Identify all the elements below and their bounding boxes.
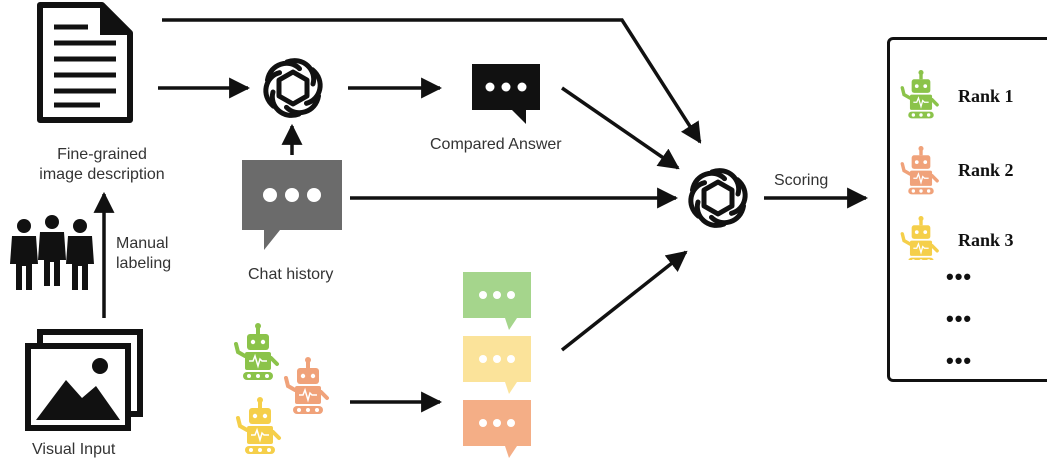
description-label: Fine-grained image description	[22, 145, 182, 185]
chat-bubble-icon	[463, 336, 531, 394]
ellipsis: •••	[946, 306, 973, 331]
manual-labeling-line2: labeling	[116, 255, 172, 272]
scoring-label: Scoring	[774, 172, 829, 189]
document-icon	[37, 2, 133, 123]
people-icon	[10, 215, 94, 290]
manual-labeling-line1: Manual	[116, 235, 169, 252]
arrow-doc-to-scorer	[162, 18, 702, 144]
rank-item: Rank 2	[958, 160, 1014, 180]
robot-icon	[234, 321, 279, 382]
chat-history-label: Chat history	[248, 266, 334, 283]
robot-icon	[900, 68, 939, 121]
visual-input-label: Visual Input	[32, 441, 116, 458]
chat-bubble-icon	[472, 64, 540, 124]
chat-bubble-icon	[463, 400, 531, 458]
arrow-responses-to-scorer	[560, 250, 688, 352]
rank-item: Rank 1	[958, 86, 1014, 106]
rank-item: Rank 3	[958, 230, 1014, 250]
robot-icon	[900, 144, 939, 197]
manual-labeling-label: Manual labeling	[116, 234, 171, 274]
image-icon	[25, 329, 143, 431]
robot-icon	[236, 395, 281, 456]
ellipsis: •••	[946, 264, 973, 289]
chat-bubble-icon	[242, 160, 342, 250]
compared-answer-label: Compared Answer	[430, 136, 562, 153]
rank-list	[887, 37, 1047, 382]
description-label-line1: Fine-grained	[57, 146, 147, 163]
arrows	[93, 18, 869, 413]
openai-logo-icon	[259, 56, 327, 119]
ellipsis: •••	[946, 348, 973, 373]
description-label-line2: image description	[39, 166, 165, 183]
chat-bubble-icon	[463, 272, 531, 330]
robot-icon	[284, 355, 329, 416]
arrow-answer-to-scorer	[561, 86, 680, 170]
rank-robots	[900, 68, 939, 260]
robot-icon	[900, 214, 939, 260]
openai-logo-icon	[684, 166, 752, 229]
